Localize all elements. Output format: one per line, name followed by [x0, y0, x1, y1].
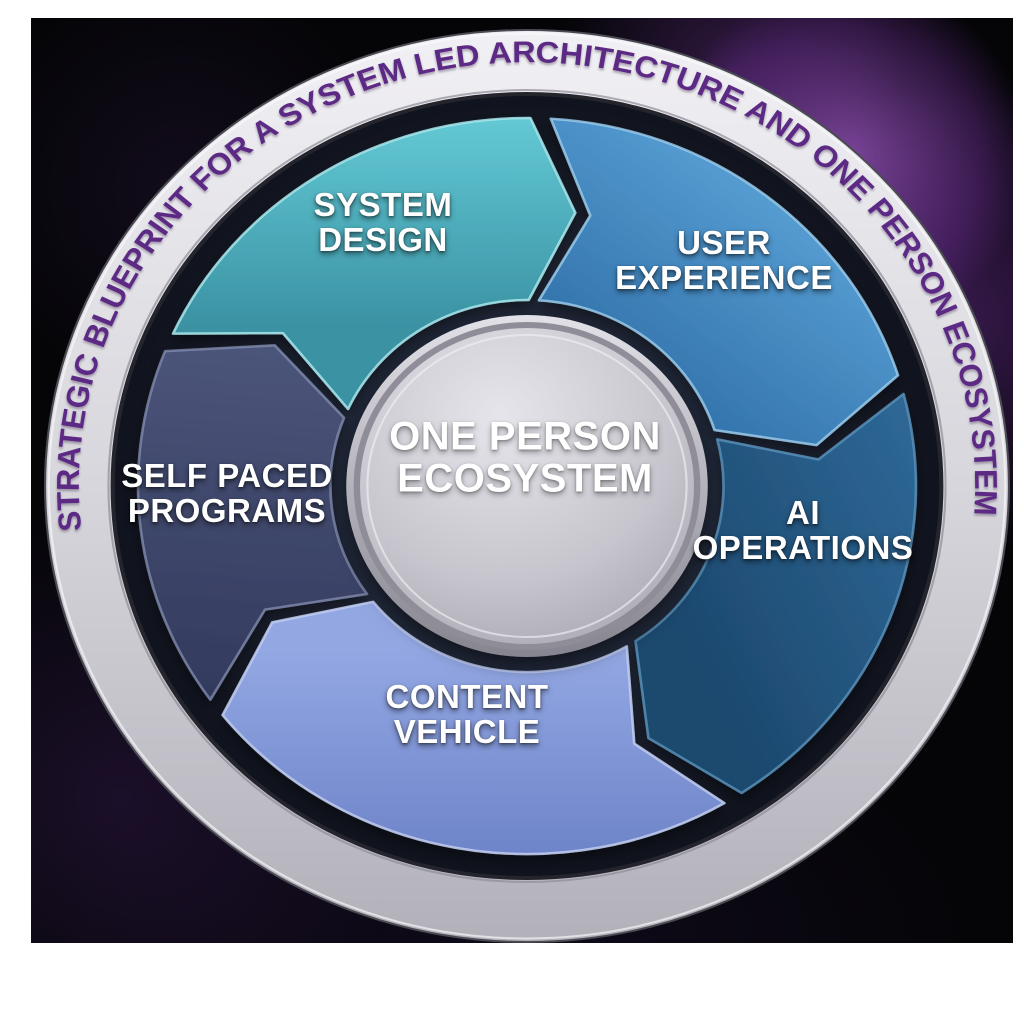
label-content-vehicle: CONTENT VEHICLE — [385, 678, 549, 750]
label-user-experience: USER EXPERIENCE — [615, 224, 833, 296]
segment-ai-operations — [634, 392, 918, 795]
center-label: ONE PERSON ECOSYSTEM — [389, 414, 661, 501]
label-system-design: SYSTEM DESIGN — [313, 186, 453, 258]
segment-content-vehicle — [221, 600, 726, 856]
label-ai-operations: AI OPERATIONS — [692, 494, 914, 566]
center-circle — [346, 315, 708, 657]
segment-user-experience — [537, 117, 900, 447]
segment-self-paced-programs — [136, 344, 369, 701]
label-self-paced-programs: SELF PACED PROGRAMS — [121, 457, 333, 529]
segment-system-design — [171, 116, 577, 411]
